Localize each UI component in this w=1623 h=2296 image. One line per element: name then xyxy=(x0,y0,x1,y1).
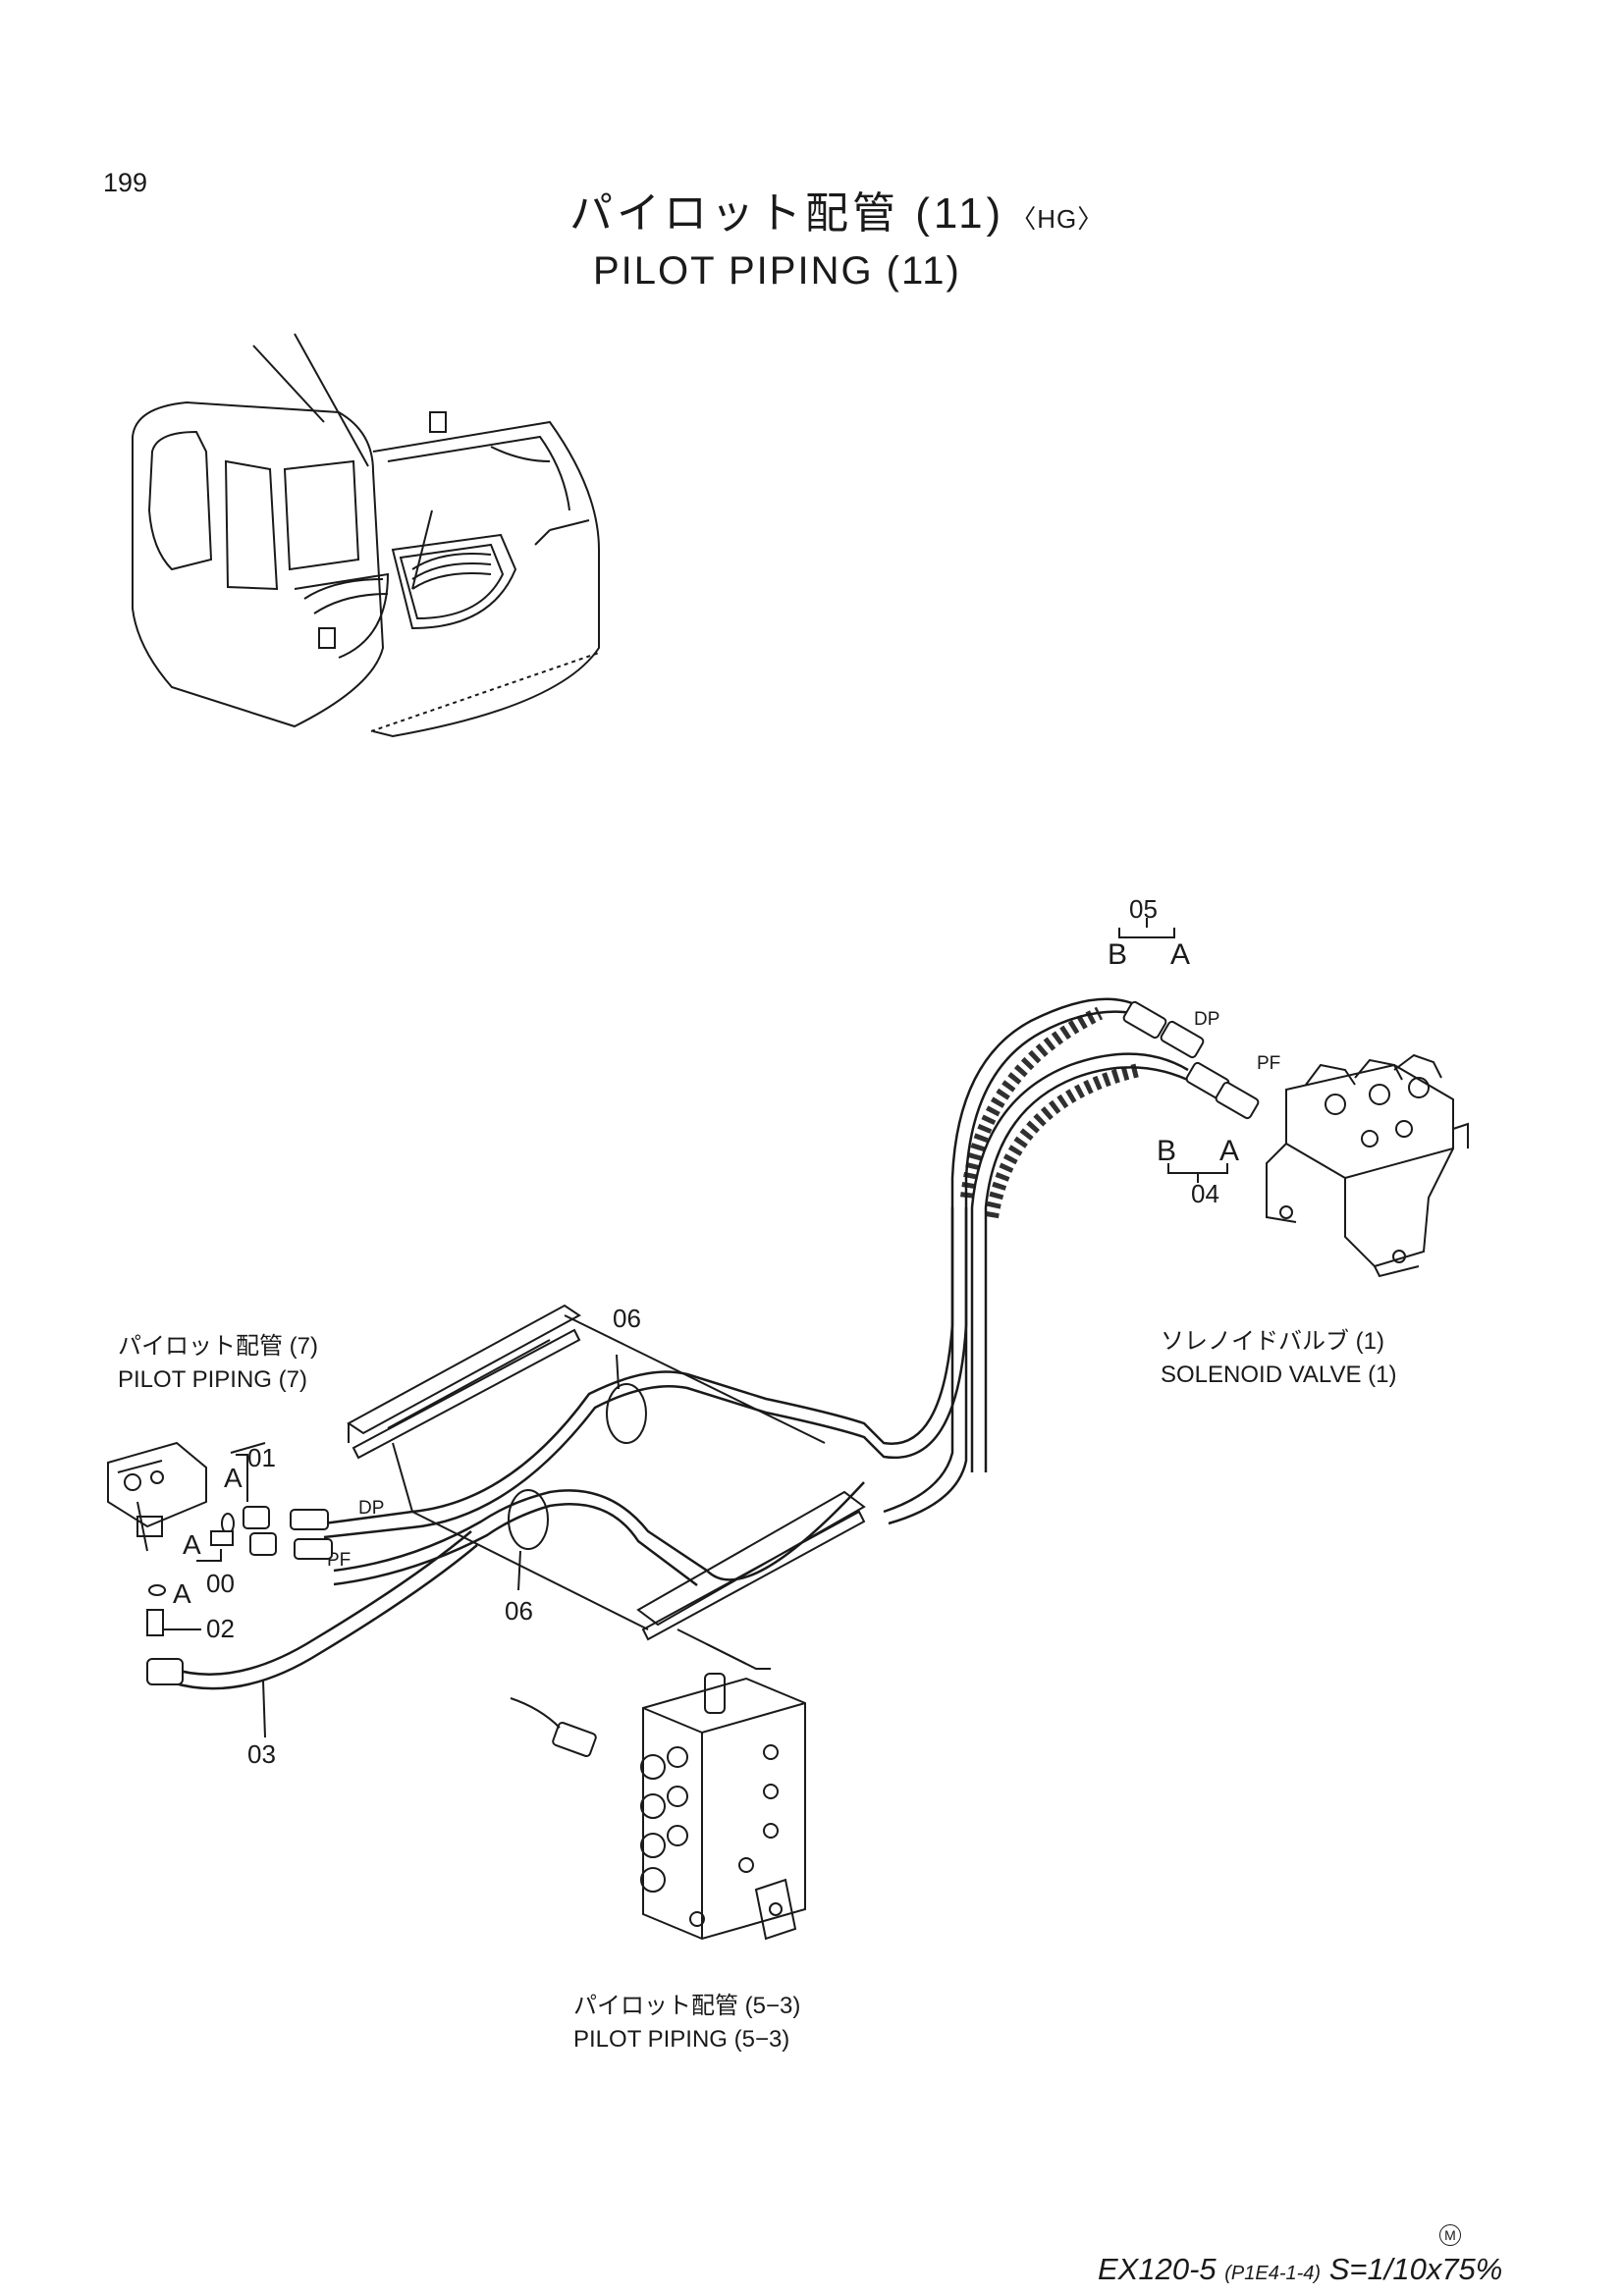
port-label-04-a: A xyxy=(1219,1135,1240,1167)
callout-03[interactable]: 03 xyxy=(247,1739,276,1769)
ref-pilot-piping-7-en[interactable]: PILOT PIPING (7) xyxy=(118,1366,307,1393)
fitting-01 xyxy=(230,1442,333,1560)
solenoid-valve-assembly xyxy=(1266,1053,1469,1278)
port-label-a-2: A xyxy=(183,1529,201,1560)
port-label-dp-left: DP xyxy=(358,1498,385,1519)
frame-structure xyxy=(347,1304,866,1670)
page-title-japanese: パイロット配管 (11)〈HG〉 xyxy=(569,192,1104,236)
pilot-valve-block-lower xyxy=(510,1673,806,1941)
fitting-02 xyxy=(146,1584,201,1636)
port-label-pf-top: PF xyxy=(1257,1053,1281,1074)
callout-00[interactable]: 00 xyxy=(206,1569,235,1598)
port-label-dp-top: DP xyxy=(1194,1009,1220,1030)
callout-04[interactable]: 04 xyxy=(1191,1179,1219,1208)
callout-02[interactable]: 02 xyxy=(206,1614,235,1643)
ref-solenoid-valve-en[interactable]: SOLENOID VALVE (1) xyxy=(1161,1362,1397,1388)
hose-03 xyxy=(146,1530,478,1738)
hose-sleeve-04 xyxy=(985,1063,1141,1219)
hose-clamp-06-bottom xyxy=(508,1489,549,1591)
excavator-overview-illustration xyxy=(132,333,600,738)
callout-06-top[interactable]: 06 xyxy=(613,1304,641,1333)
pilot-hose-run xyxy=(323,997,1197,1586)
title-jp-text: パイロット配管 (11) xyxy=(569,189,1005,238)
page-number: 199 xyxy=(103,168,148,197)
footer-model-code: EX120-5 (P1E4-1-4) S=1/10x75% xyxy=(1098,2254,1502,2284)
ref-pilot-piping-7-jp[interactable]: パイロット配管 (7) xyxy=(118,1333,318,1360)
hose-fitting-04 xyxy=(1167,1061,1260,1183)
hose-fitting-05 xyxy=(1118,918,1205,1059)
fitting-00 xyxy=(196,1513,235,1562)
port-label-pf-left: PF xyxy=(327,1550,352,1571)
ref-solenoid-valve-jp[interactable]: ソレノイドバルブ (1) xyxy=(1161,1328,1384,1355)
footer-code: (P1E4-1-4) xyxy=(1224,2263,1322,2284)
m-mark-icon: M xyxy=(1439,2224,1461,2246)
hose-clamp-06-top xyxy=(606,1354,647,1444)
callout-05[interactable]: 05 xyxy=(1129,894,1158,924)
port-label-05-a: A xyxy=(1170,938,1191,971)
pilot-valve-block-left xyxy=(107,1441,207,1552)
callout-01[interactable]: 01 xyxy=(247,1443,276,1472)
port-label-a-3: A xyxy=(173,1578,191,1609)
title-variant-tag: 〈HG〉 xyxy=(1010,204,1105,234)
ref-pilot-piping-5-3-en[interactable]: PILOT PIPING (5−3) xyxy=(573,2026,790,2053)
ref-pilot-piping-5-3-jp[interactable]: パイロット配管 (5−3) xyxy=(573,1993,801,2019)
footer-scale: S=1/10x75% xyxy=(1328,2252,1503,2286)
port-label-a-1: A xyxy=(224,1463,243,1493)
footer-model: EX120-5 xyxy=(1098,2252,1217,2286)
hose-sleeve-05 xyxy=(960,1006,1104,1199)
callout-06-bottom[interactable]: 06 xyxy=(505,1596,533,1626)
port-label-05-b: B xyxy=(1108,938,1128,971)
port-label-04-b: B xyxy=(1157,1135,1177,1167)
page-title-english: PILOT PIPING (11) xyxy=(593,249,961,293)
